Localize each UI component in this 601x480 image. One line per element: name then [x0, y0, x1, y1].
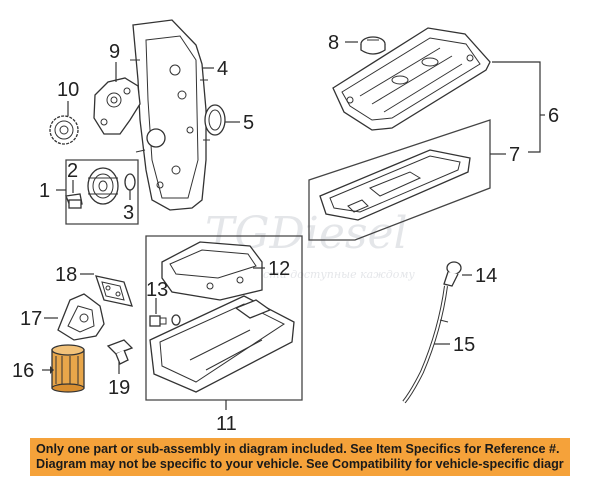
- callout-2: 2: [67, 160, 78, 182]
- oil-pan-frame: [145, 235, 303, 401]
- callout-8: 8: [328, 32, 339, 54]
- crank-pulley: [87, 167, 119, 205]
- front-seal: [204, 104, 226, 136]
- disclaimer-line-2: Diagram may not be specific to your vehi…: [36, 457, 564, 471]
- cover-seal-hole: [146, 128, 166, 148]
- disclaimer-banner: Only one part or sub-assembly in diagram…: [30, 438, 570, 476]
- disclaimer-line-1: Only one part or sub-assembly in diagram…: [36, 442, 560, 456]
- oil-filter-adapter: [57, 293, 105, 341]
- callout-17: 17: [20, 308, 42, 330]
- timing-cover: [130, 19, 210, 211]
- callout-4: 4: [217, 58, 228, 80]
- dipstick-tube: [402, 285, 449, 404]
- callout-6: 6: [548, 105, 559, 127]
- pulley-washer: [124, 173, 136, 191]
- oil-pump-sprocket: [49, 115, 79, 145]
- callout-7: 7: [509, 144, 520, 166]
- callout-14: 14: [475, 265, 497, 287]
- callout-3: 3: [123, 202, 134, 224]
- oil-filter: [51, 344, 85, 393]
- callout-13: 13: [146, 279, 168, 301]
- callout-12: 12: [268, 258, 290, 280]
- oil-pump: [93, 77, 141, 135]
- pulley-group-frame: [65, 159, 139, 225]
- pulley-bolt: [65, 193, 83, 209]
- callout-15: 15: [453, 334, 475, 356]
- oil-filler-cap: [360, 36, 386, 55]
- valve-cover-gasket: [319, 149, 471, 221]
- callout-11: 11: [216, 413, 237, 435]
- oil-pressure-sensor: [106, 339, 134, 365]
- callout-10: 10: [57, 79, 79, 101]
- callout-19: 19: [108, 377, 130, 399]
- callout-5: 5: [243, 112, 254, 134]
- valve-cover: [332, 27, 491, 131]
- gasket-frame: [308, 119, 491, 241]
- callout-1: 1: [39, 180, 50, 202]
- callout-9: 9: [109, 41, 120, 63]
- upper-oil-pan: [161, 241, 263, 301]
- oil-pan-baffle: [95, 275, 133, 307]
- drain-plug: [149, 314, 181, 327]
- dipstick-handle: [443, 261, 462, 287]
- callout-18: 18: [55, 264, 77, 286]
- lower-oil-pan: [149, 295, 295, 393]
- callout-16: 16: [12, 360, 34, 382]
